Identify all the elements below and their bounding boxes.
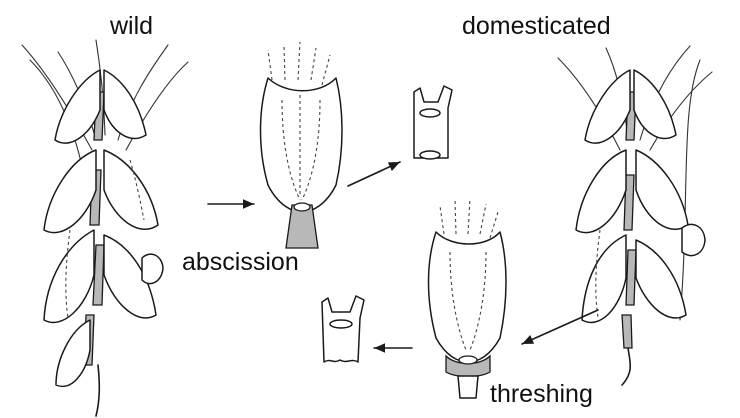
arrow-abscission-to-rachis [348, 162, 400, 186]
wild-ear [22, 40, 188, 416]
arrow-ear-to-threshing [522, 310, 598, 344]
domesticated-rachis-segment [626, 250, 636, 305]
domesticated-rachis-segment [622, 315, 632, 348]
threshing-spikelet [429, 198, 507, 398]
domesticated-ear [558, 46, 712, 385]
rachis-segment-broken [322, 296, 364, 362]
abscission-spikelet [261, 42, 343, 248]
rachis-segment-detached [414, 86, 452, 159]
